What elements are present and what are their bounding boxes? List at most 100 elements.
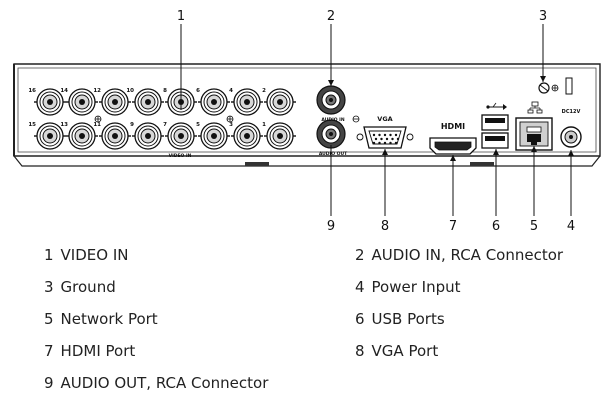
- callout-arrowhead: [531, 146, 537, 152]
- legend-text: Power Input: [371, 278, 461, 296]
- vga-port-shell: [363, 126, 407, 149]
- vga-pin: [383, 141, 387, 145]
- vga-screw: [356, 133, 364, 141]
- bnc-pin: [145, 133, 151, 139]
- bnc-connector: [66, 88, 98, 116]
- channel-number-top: 4: [229, 88, 233, 94]
- bnc-pin: [277, 99, 283, 105]
- network-icon: [527, 101, 543, 114]
- rca-pin: [329, 98, 333, 102]
- vga-pin: [372, 141, 376, 145]
- bnc-ring: [203, 125, 225, 147]
- legend-item-4: 4 Power Input: [355, 278, 461, 296]
- callout-number-8: 8: [381, 219, 389, 234]
- legend-number: 8: [355, 342, 365, 360]
- bnc-pin: [112, 99, 118, 105]
- network-port-latch: [527, 134, 541, 145]
- bnc-ring: [104, 125, 126, 147]
- usb-icon: [486, 102, 507, 110]
- callout-number-1: 1: [177, 9, 185, 24]
- vga-pin: [383, 133, 387, 137]
- rca-pin: [329, 132, 333, 136]
- channel-number-bottom: 11: [93, 122, 101, 128]
- usb-icon-arrow: [503, 104, 507, 110]
- bnc-connector: [66, 122, 98, 150]
- legend-text: HDMI Port: [60, 342, 136, 360]
- network-icon-node: [531, 101, 539, 107]
- legend-text: VGA Port: [371, 342, 439, 360]
- vga-port-inner: [368, 130, 402, 145]
- channel-number-bottom: 3: [229, 122, 233, 128]
- legend-item-8: 8 VGA Port: [355, 342, 438, 360]
- channel-number-bottom: 5: [196, 122, 200, 128]
- callout-arrowhead: [450, 155, 456, 161]
- audio-out-label: AUDIO OUT: [319, 151, 348, 157]
- channel-number-bottom: 1: [262, 122, 266, 128]
- callout-arrowhead: [540, 76, 546, 82]
- bnc-ring: [39, 91, 61, 113]
- bnc-pin: [178, 133, 184, 139]
- bnc-connector: [99, 122, 131, 150]
- bnc-ring: [203, 91, 225, 113]
- bnc-connector: [132, 88, 164, 116]
- legend-number: 6: [355, 310, 365, 328]
- bnc-pin: [277, 133, 283, 139]
- legend-number: 9: [44, 374, 54, 392]
- vga-pin: [396, 137, 400, 141]
- vga-pin: [380, 137, 383, 141]
- bnc-connector: [132, 122, 164, 150]
- bnc-ring: [236, 91, 258, 113]
- audio-in-label: AUDIO IN: [321, 117, 344, 123]
- legend-text: VIDEO IN: [60, 246, 129, 264]
- bnc-connector: [231, 88, 263, 116]
- network-port-contacts: [526, 126, 542, 133]
- legend-text: Network Port: [60, 310, 158, 328]
- label-tag: [565, 77, 573, 95]
- callout-number-2: 2: [327, 9, 335, 24]
- channel-number-bottom: 9: [130, 122, 134, 128]
- channel-number-top: 2: [262, 88, 266, 94]
- legend-text: AUDIO OUT, RCA Connector: [60, 374, 269, 392]
- vga-pin: [391, 137, 394, 141]
- bnc-ring: [137, 91, 159, 113]
- ground-screw-slot: [539, 84, 549, 92]
- bnc-pin: [79, 133, 85, 139]
- vga-pin: [378, 141, 381, 145]
- bnc-connector: [34, 122, 66, 150]
- bnc-connector: [165, 122, 197, 150]
- chassis-outline: [13, 63, 601, 157]
- bnc-ring: [71, 125, 93, 147]
- bnc-connector: [99, 88, 131, 116]
- vga-screw: [406, 133, 414, 141]
- hdmi-label: HDMI: [441, 122, 465, 131]
- audio-out-connector: [316, 119, 346, 149]
- usb-icon-branch: [492, 102, 497, 108]
- channel-number-top: 12: [93, 88, 101, 94]
- bnc-pin: [211, 99, 217, 105]
- channel-number-bottom: 15: [28, 122, 36, 128]
- legend-number: 4: [355, 278, 365, 296]
- legend-text: AUDIO IN, RCA Connector: [371, 246, 564, 264]
- callout-arrowhead: [568, 150, 574, 156]
- callout-number-4: 4: [567, 219, 575, 234]
- bnc-connectors: [34, 88, 296, 150]
- vga-pin: [394, 133, 398, 137]
- bnc-connector: [198, 122, 230, 150]
- vga-pin: [394, 141, 398, 145]
- bnc-connector: [264, 88, 296, 116]
- chassis-foot: [470, 162, 494, 166]
- bnc-connector: [264, 122, 296, 150]
- callout-number-6: 6: [492, 219, 500, 234]
- bnc-ring: [137, 125, 159, 147]
- vga-pin: [372, 133, 376, 137]
- chassis-inner-edge: [17, 67, 597, 153]
- bnc-pin: [47, 99, 53, 105]
- channel-number-top: 14: [60, 88, 68, 94]
